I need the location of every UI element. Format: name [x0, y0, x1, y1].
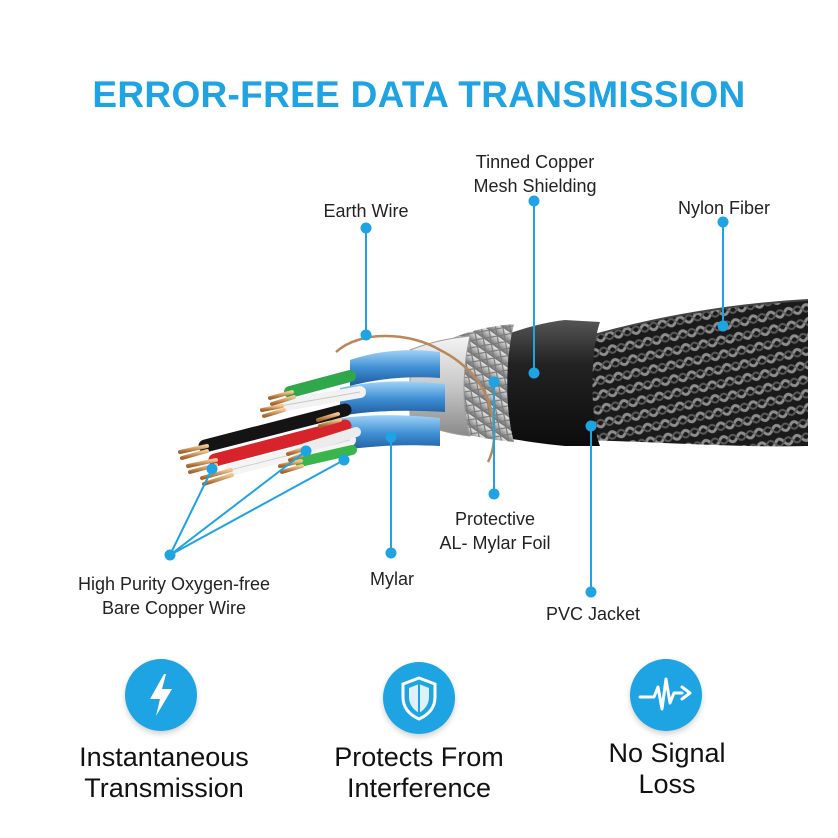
label-pvc-jacket: PVC Jacket — [545, 604, 641, 624]
wire-black — [198, 403, 352, 453]
feature-protects: Protects From Interference — [299, 742, 539, 804]
marker-mesh — [528, 195, 540, 207]
marker-earth-wire — [360, 222, 372, 234]
wire-green-low — [295, 445, 357, 467]
feature-no-signal-loss-line2: Loss — [638, 769, 696, 799]
wire-white-low — [300, 427, 361, 453]
feature-no-signal-loss: No Signal Loss — [547, 738, 787, 800]
label-copper-wire-line2: Bare Copper Wire — [101, 598, 247, 618]
wire-red — [208, 419, 352, 467]
shield-icon — [383, 662, 455, 734]
page-title: ERROR-FREE DATA TRANSMISSION — [92, 74, 746, 115]
label-nylon-fiber: Nylon Fiber — [677, 198, 771, 218]
nylon-braid — [560, 300, 808, 447]
label-tinned-copper-line2: Mesh Shielding — [473, 176, 597, 196]
feature-no-signal-loss-line1: No Signal — [608, 738, 726, 768]
mylar-pair-top — [350, 350, 440, 386]
label-earth-wire: Earth Wire — [323, 201, 409, 221]
mylar-pair-low — [330, 415, 440, 452]
label-tinned-copper-line1: Tinned Copper — [475, 152, 595, 172]
label-copper-wire: High Purity Oxygen-free Bare Copper Wire — [48, 572, 300, 620]
marker-foil — [488, 376, 500, 388]
lightning-bolt-icon — [125, 659, 197, 731]
label-copper-wire-line1: High Purity Oxygen-free — [77, 574, 271, 594]
label-tinned-copper: Tinned Copper Mesh Shielding — [456, 150, 614, 198]
pvc-jacket — [505, 320, 600, 446]
marker-pvc — [585, 420, 597, 432]
feature-protects-line1: Protects From — [334, 742, 504, 772]
feature-protects-line2: Interference — [346, 773, 492, 803]
label-protective-foil-line1: Protective — [454, 509, 536, 529]
feature-instantaneous-line1: Instantaneous — [79, 742, 249, 772]
signal-wave-icon — [630, 659, 702, 731]
feature-instantaneous-line2: Transmission — [84, 773, 244, 803]
label-protective-foil-line2: AL- Mylar Foil — [439, 533, 551, 553]
marker-nylon — [717, 216, 729, 228]
label-protective-foil: Protective AL- Mylar Foil — [420, 507, 570, 555]
marker-mylar — [385, 431, 397, 443]
feature-instantaneous: Instantaneous Transmission — [44, 742, 284, 804]
wire-green — [284, 370, 356, 398]
marker-copper — [164, 549, 176, 561]
mylar-pair-mid — [340, 381, 445, 416]
label-mylar: Mylar — [370, 569, 414, 589]
